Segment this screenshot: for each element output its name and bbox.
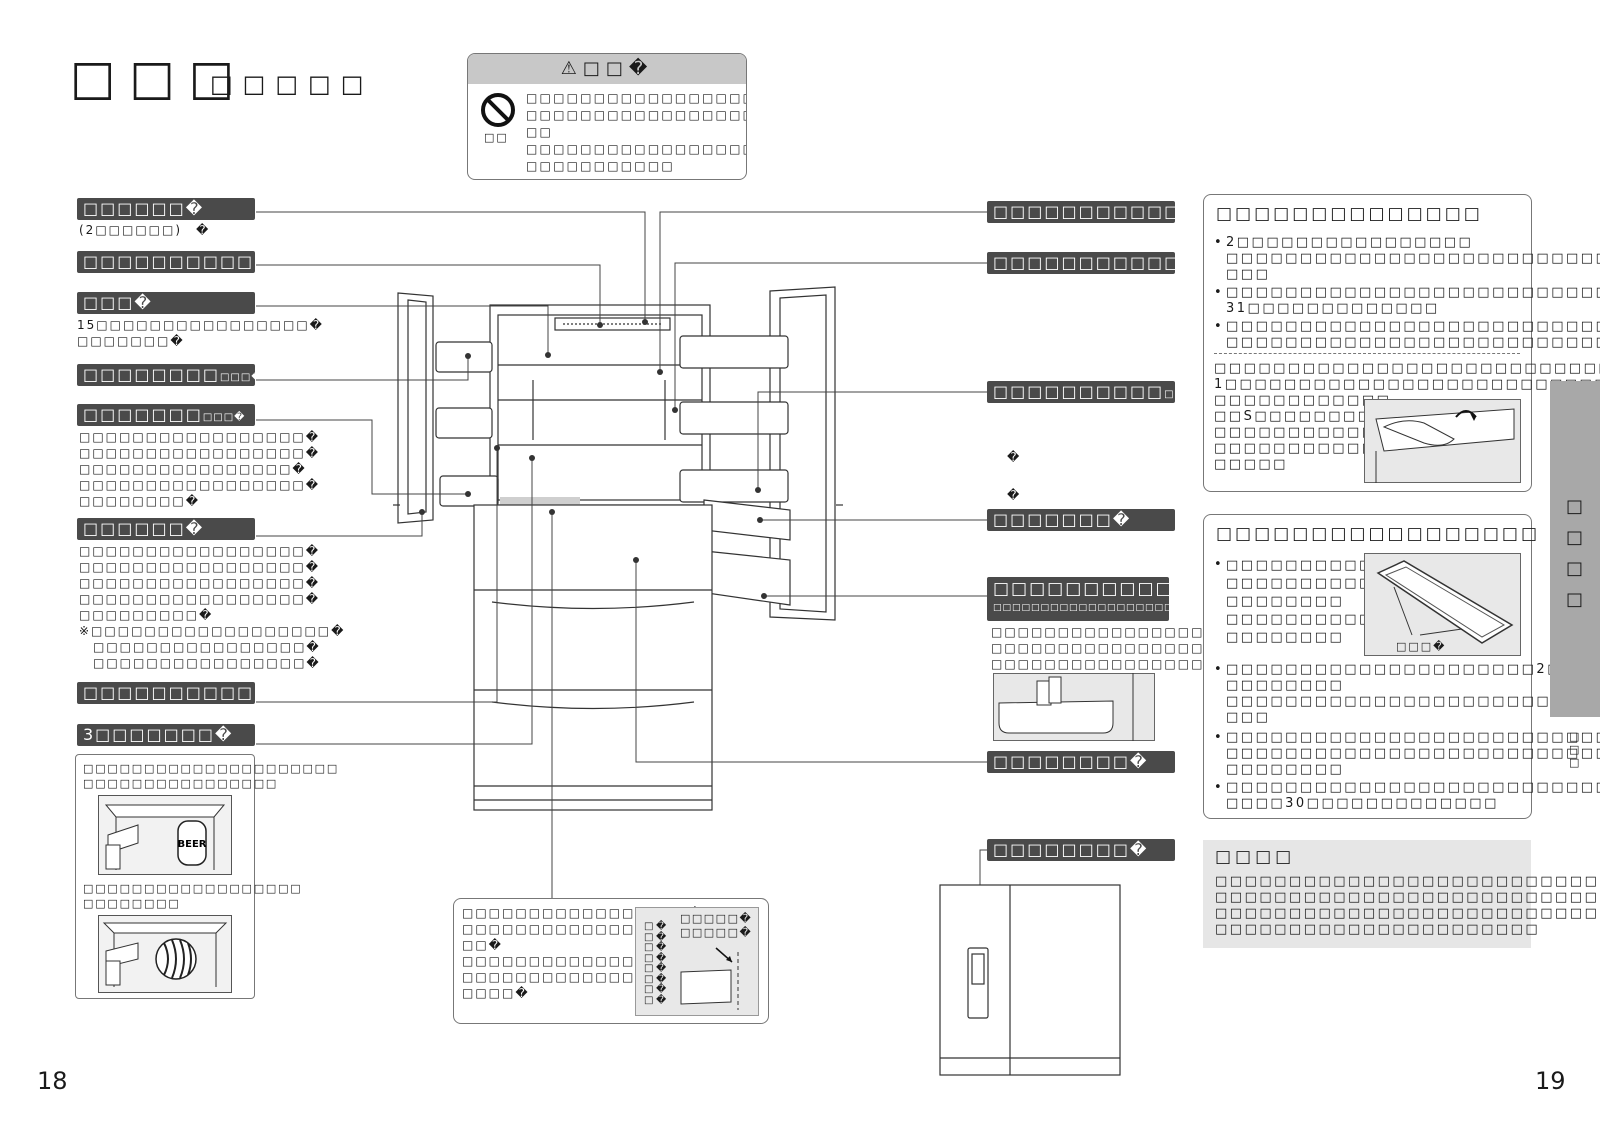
prohibition-label: □□ [484, 131, 509, 144]
note-left-3: 15□□□□□□□□□□□□□□□□� □□□□□□□� [77, 318, 324, 348]
shelf-inset-text-1: □□□□□□□□□□□□□□□□□□□□□ □□□□□□□□□□□□□□□□ [83, 762, 340, 790]
beer-shelf-illustration: BEER [98, 795, 232, 875]
shelf-callout: □□□� [1396, 640, 1447, 653]
shelf-bin-illustration [680, 947, 739, 1010]
info-box-1-text: □□□□□□□□□□□□□□□□□□□□□□□□□□□□ 1□□□□□□□□□□… [1214, 361, 1600, 472]
label-right-7: □□□□□□□□� [987, 839, 1175, 861]
shelf-glass-illustration [1364, 553, 1521, 656]
prohibition-icon [481, 93, 515, 127]
divider [1214, 353, 1520, 354]
page-number-left: 18 [37, 1067, 68, 1095]
label-left-6: □□□□□□� [77, 518, 255, 540]
info-box-1-bullet-1: 2□□□□□□□□□□□□□□□□ □□□□□□□□□□□□□□□□□□□□□□… [1226, 235, 1600, 282]
watermelon-shelf-illustration [98, 915, 232, 993]
info-box-3: □□□□ □□□□□□□□□□□□□□□□□□□□□□□□□□□ □□□□□□□… [1203, 840, 1600, 948]
info-box-1-title: □□□□□□□□□□□□□□ [1216, 204, 1483, 224]
page-number-right: 19 [1535, 1067, 1566, 1095]
info-box-2-bullet-2: □□□□□□□□□□□□□□□□□□□□□2□□□□□□ □□□□□□□□ □□… [1226, 662, 1600, 725]
info-box-3-title: □□□□ [1215, 847, 1296, 867]
label-left-7: □□□□□□□□□□□� [77, 682, 255, 704]
info-box-2-title: □□□□□□□□□□□□□□□□□ [1216, 524, 1541, 544]
side-tab-text: □ □ □ □ [1566, 496, 1584, 610]
note-right-3: � � [1007, 450, 1022, 502]
label-right-4: □□□□□□□� [987, 509, 1175, 531]
label-left-3: □□□� [77, 292, 255, 314]
info-box-1-bullet-2: □□□□□□□□□□□□□□□□□□□□□□□□□□□□ 31□□□□□□□□□… [1226, 285, 1600, 316]
label-left-1: □□□□□□� [77, 198, 255, 220]
bullet-dot: • [1214, 730, 1225, 745]
note-left-1: (2□□□□□□) � [79, 223, 211, 237]
label-right-3: □□□□□□□□□□□□□� [987, 381, 1175, 403]
label-right-5-sub: □□□□□□□□□□□□□□□□□□□□□□� [993, 603, 1213, 613]
label-right-5: □□□□□□□□□□□� □□□□□□□□□□□□□□□□□□□□□□� [987, 577, 1213, 621]
page-subtitle: □□□□□ [210, 70, 374, 98]
caution-header: ⚠□□� [468, 54, 746, 84]
beer-text: BEER [178, 839, 207, 850]
info-box-2: □□□□□□□□□□□□□□□□□ • □□□□□□□□□□□□ □□□□□□□… [1203, 514, 1600, 819]
note-left-5: □□□□□□□□□□□□□□□□□� □□□□□□□□□□□□□□□□□� □□… [79, 430, 321, 508]
info-box-2-bullet-1: □□□□□□□□□□□□ □□□□□□□□□□□□ □□□□□□□□ □□□□□… [1226, 558, 1404, 645]
label-left-5: □□□□□□□□□□� [77, 404, 255, 426]
shelf-inset-text-2: □□□□□□□□□□□□□□□□□□ □□□□□□□□ [83, 882, 303, 910]
shelf-detail-inset-marks: � � � � � � � � [656, 921, 667, 1006]
info-box-1: □□□□□□□□□□□□□□ • 2□□□□□□□□□□□□□□□□ □□□□□… [1203, 194, 1600, 492]
hand-shelf-illustration [1364, 399, 1521, 483]
info-box-3-text: □□□□□□□□□□□□□□□□□□□□□□□□□□□ □□□□□□□□□□□□… [1215, 874, 1600, 937]
label-left-4: □□□□□□□□□□□� [77, 364, 255, 386]
page-title: □□□ [70, 50, 249, 106]
shelf-detail-inset-right: □□□□□� □□□□□� [680, 912, 753, 939]
label-right-2: □□□□□□□□□□□□□□□□□ [987, 252, 1175, 274]
bullet-dot: • [1214, 319, 1225, 334]
label-left-2: □□□□□□□□□□□� [77, 251, 255, 273]
label-left-8: 3□□□□□□□� [77, 724, 255, 746]
side-tab: □ □ □ □ [1550, 381, 1600, 717]
label-right-6: □□□□□□□□� [987, 751, 1175, 773]
side-tab-sub: □ □ □ [1569, 730, 1580, 769]
info-box-2-bullet-3: □□□□□□□□□□□□□□□□□□□□□□□□□□ □□□□□□□□□□□□□… [1226, 730, 1600, 777]
note-right-5: □□□□□□□□□□□□□□□□□□□� □□□□□□□□□□□□□□□□□□□… [991, 625, 1259, 671]
info-box-2-bullet-4: □□□□□□□□□□□□□□□□□□□□□□□□□□□ □□□□30□□□□□□… [1226, 780, 1600, 811]
caution-box: ⚠□□� □□ □□□□□□□□□□□□□□□□□□□□□ □□□□□□□□□□… [467, 53, 747, 180]
shelf-inset-box: □□□□□□□□□□□□□□□□□□□□□ □□□□□□□□□□□□□□□□ B… [75, 754, 337, 999]
door-pocket-illustration [993, 673, 1155, 741]
shelf-detail-box: □□□□□□□□□□□□□□□□□� □□□□□□□□□□□□□□□□□� □□… [453, 898, 769, 1024]
bullet-dot: • [1214, 662, 1225, 677]
bullet-dot: • [1214, 235, 1225, 250]
info-box-1-bullet-3: □□□□□□□□□□□□□□□□□□□□□□□□□□□ □□□□□□□□□□□□… [1226, 319, 1600, 350]
caution-text: □□□□□□□□□□□□□□□□□□□□□ □□□□□□□□□□□□□□□□□□… [526, 91, 747, 173]
label-right-1: □□□□□□□□□□□□□□□□□ [987, 201, 1175, 223]
warning-triangle-icon: ⚠ [560, 58, 583, 79]
shelf-detail-inset: □ □ □ □ □ □ □ □ � � � � � � � � □□□□□� □… [635, 907, 759, 1016]
bullet-dot: • [1214, 780, 1225, 795]
bullet-dot: • [1214, 557, 1225, 572]
bullet-dot: • [1214, 285, 1225, 300]
note-left-6: □□□□□□□□□□□□□□□□□� □□□□□□□□□□□□□□□□□� □□… [79, 544, 346, 670]
shelf-detail-inset-left: □ □ □ □ □ □ □ □ [644, 921, 654, 1006]
caution-header-text: □□� [582, 58, 654, 79]
